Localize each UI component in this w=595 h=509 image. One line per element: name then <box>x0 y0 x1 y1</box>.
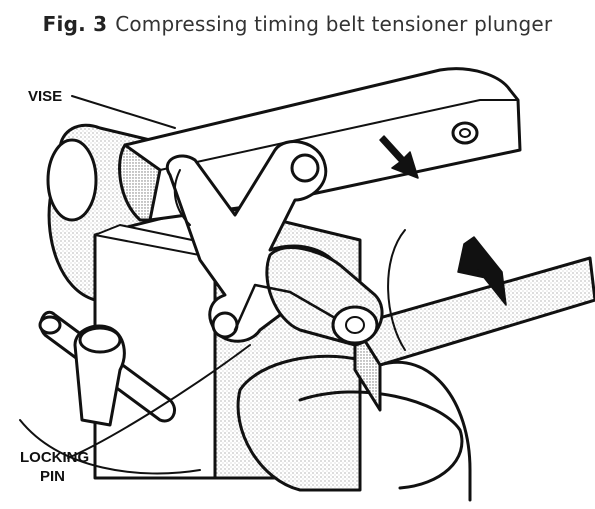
locking-pin-leader-line <box>67 344 251 459</box>
locking-pin-label-line2: PIN <box>40 468 65 485</box>
arrow-up-icon <box>457 236 507 306</box>
vise-label: VISE <box>28 88 62 105</box>
vise-upper-jaw <box>118 67 522 222</box>
bracket-upper-hole <box>290 153 320 183</box>
figure-title: Compressing timing belt tensioner plunge… <box>115 12 553 36</box>
arrow-down-icon <box>379 135 419 179</box>
locking-pin-label-line1: LOCKING <box>20 449 89 466</box>
figure-caption: Fig. 3 Compressing timing belt tensioner … <box>0 12 595 36</box>
vise-front-hub <box>236 354 464 492</box>
figure-number: Fig. 3 <box>42 12 108 36</box>
tensioner-plunger <box>265 246 384 347</box>
vise-fixed-jaw <box>353 229 595 502</box>
vise-leader-line <box>71 95 176 129</box>
bracket-lower-hole <box>211 311 239 339</box>
vise-handle <box>38 311 176 427</box>
locking-pin-wire <box>233 283 337 332</box>
